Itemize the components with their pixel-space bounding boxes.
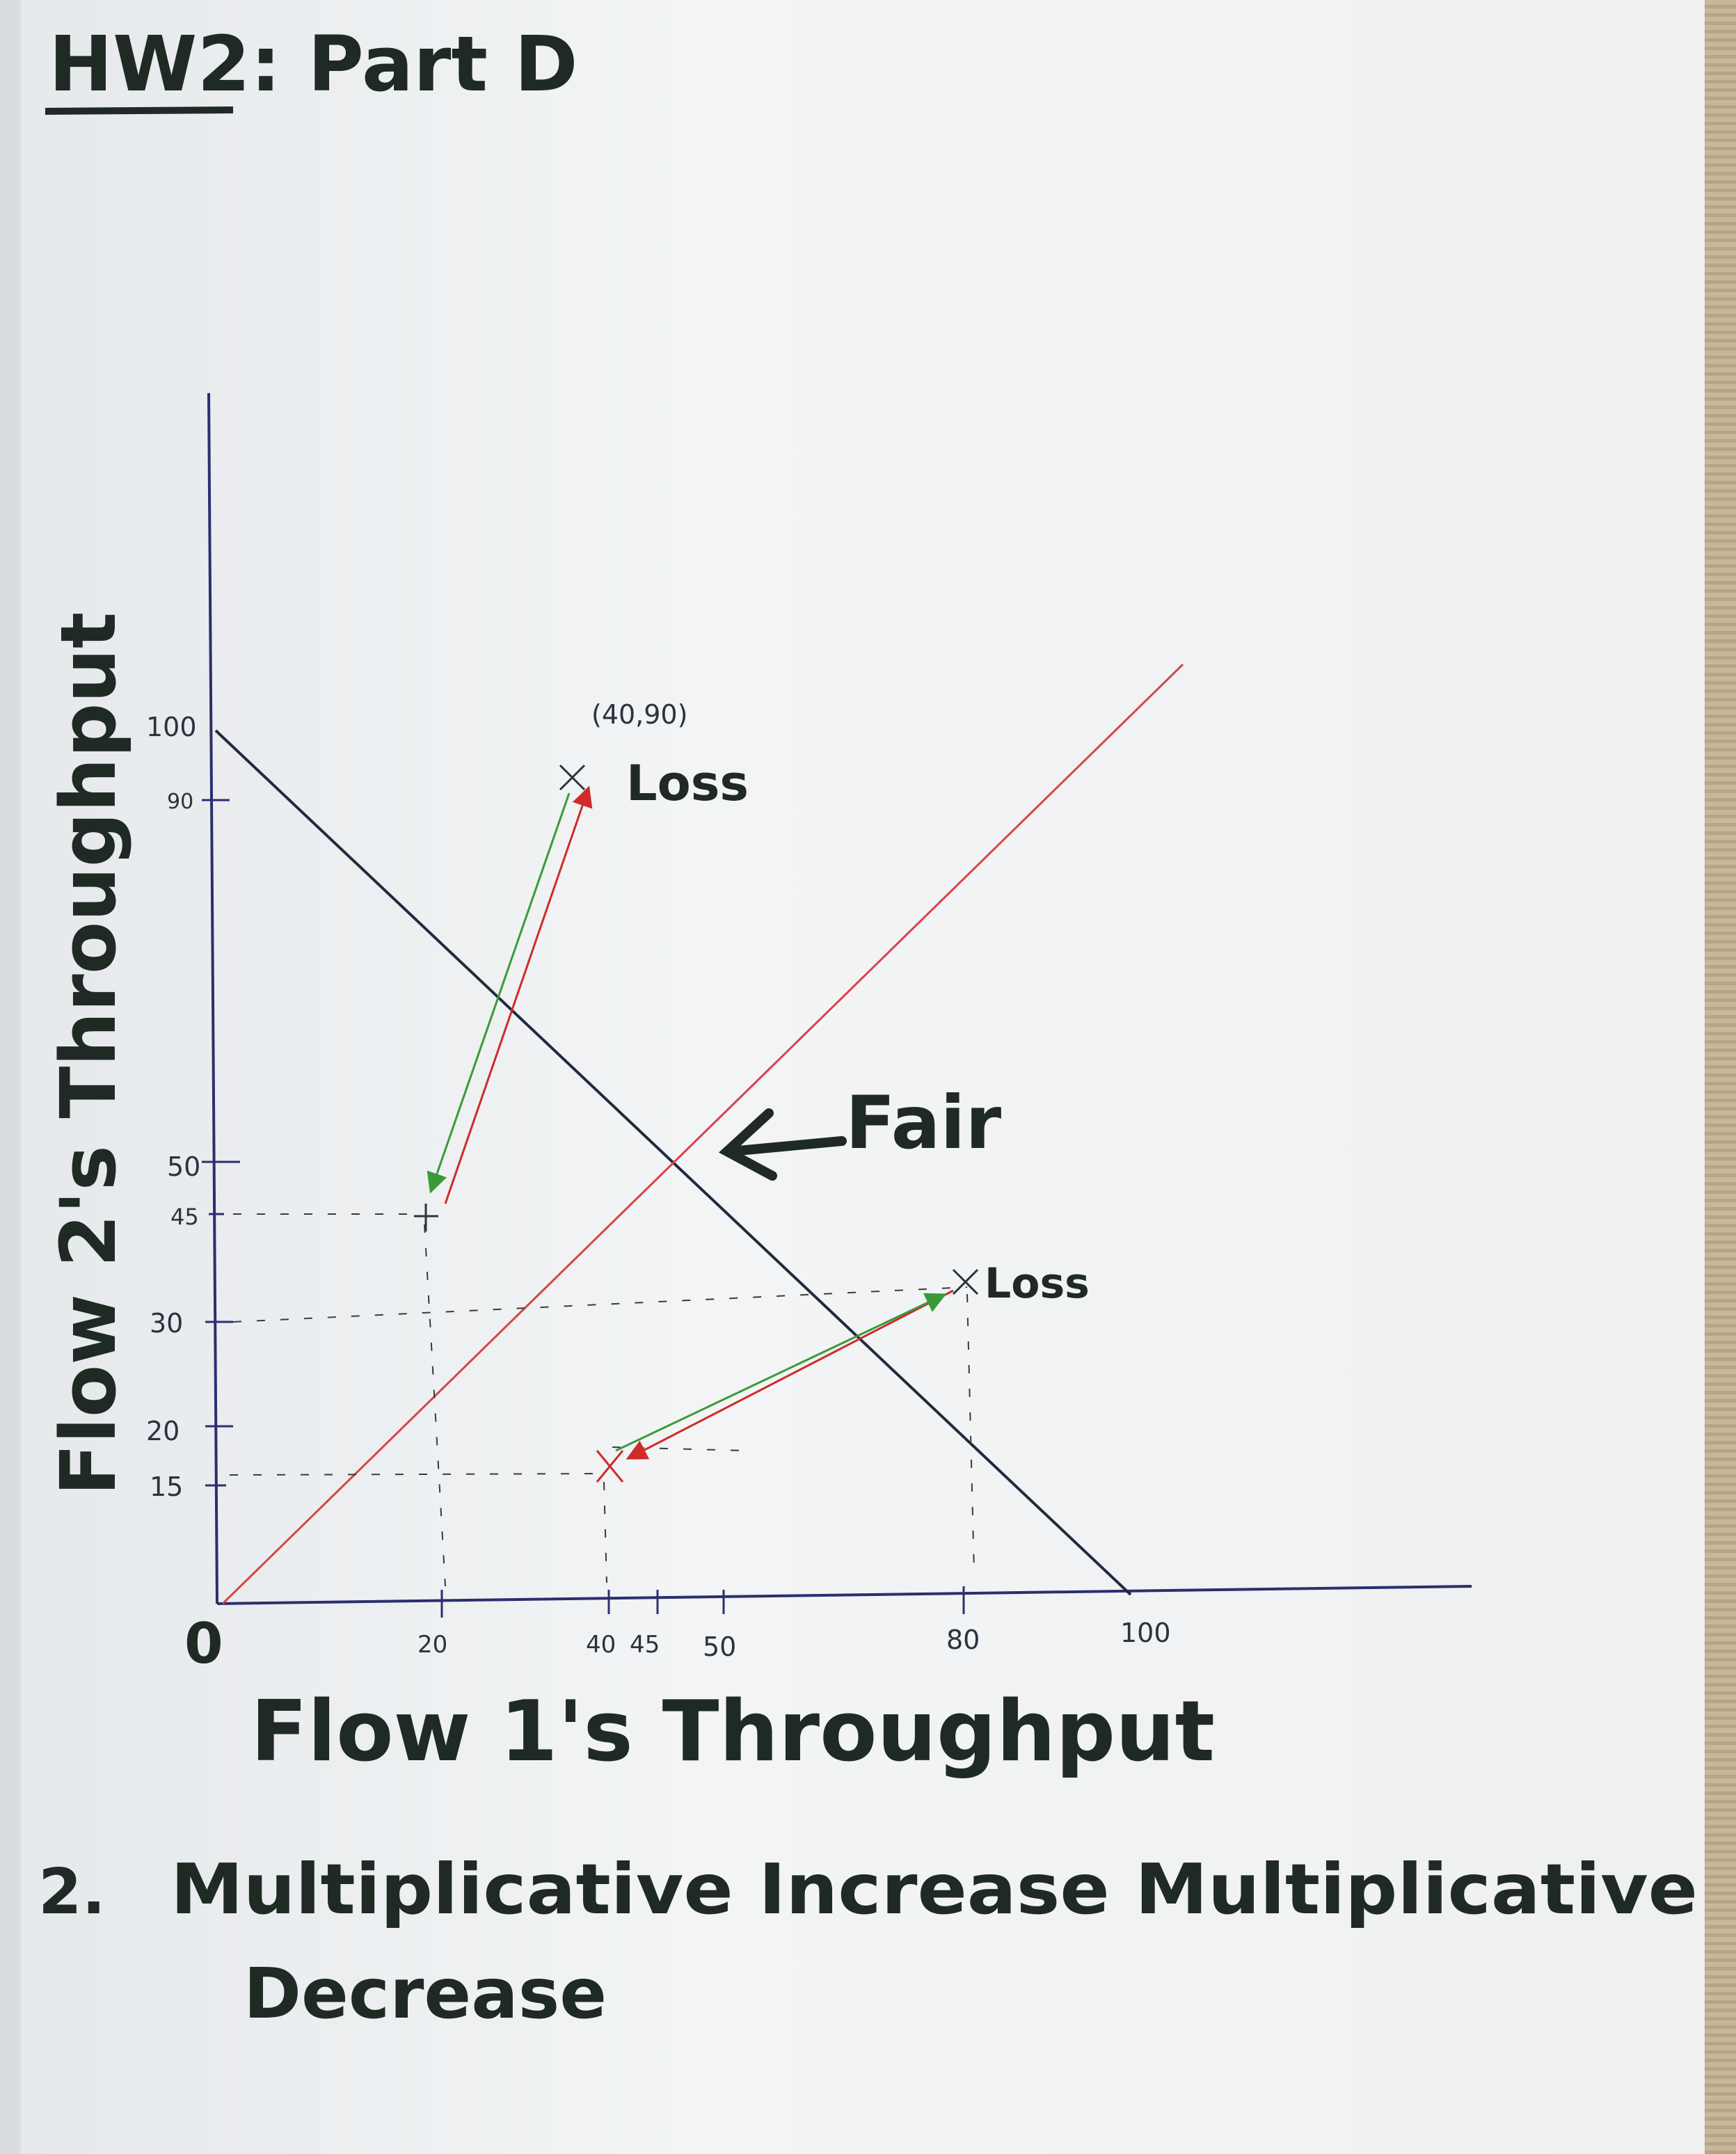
y-tick-marks [202, 799, 240, 1487]
paper-stack-edge [1705, 0, 1736, 2154]
y-tick-20: 20 [146, 1416, 180, 1446]
x-tick-20: 20 [417, 1631, 447, 1659]
y-axis-title: Flow 2's Throughput [44, 612, 133, 1496]
lower-decrease-arrow [626, 1289, 954, 1460]
x-tick-45: 45 [630, 1631, 660, 1659]
point-40-90-marker [559, 764, 586, 791]
title-underline [45, 106, 234, 115]
fair-label: Fair [845, 1080, 1001, 1165]
x-tick-marks [440, 1586, 965, 1618]
x-tick-50: 50 [703, 1632, 736, 1662]
y-tick-30: 30 [150, 1308, 183, 1339]
loss-label-upper: Loss [626, 755, 749, 812]
origin-label: 0 [184, 1611, 223, 1676]
x-tick-100: 100 [1120, 1618, 1171, 1648]
y-axis [207, 392, 218, 1604]
y-tick-100: 100 [146, 712, 197, 742]
x-axis-title: Flow 1's Throughput [250, 1684, 1215, 1780]
upper-decrease-arrow [427, 792, 571, 1194]
fair-arrow [719, 1108, 847, 1181]
point-annotation: (40,90) [591, 699, 687, 730]
fairness-line [221, 663, 1184, 1605]
x-tick-40: 40 [586, 1631, 616, 1659]
point-40-15-marker [596, 1450, 624, 1483]
x-axis [216, 1585, 1472, 1605]
point-80-35-marker [952, 1268, 979, 1295]
lower-increase-arrow [615, 1293, 947, 1452]
y-tick-15: 15 [150, 1471, 183, 1502]
dashed-guides [229, 1213, 975, 1587]
page-title: HW2: Part D [49, 19, 578, 109]
y-tick-90: 90 [167, 790, 193, 814]
y-tick-50: 50 [167, 1151, 200, 1182]
footer-line-2: Decrease [244, 1953, 607, 2034]
footer-line-1: Multiplicative Increase Multiplicative [170, 1849, 1698, 1930]
upper-increase-arrow [444, 785, 593, 1204]
x-tick-80: 80 [946, 1625, 980, 1655]
loss-label-lower: Loss [985, 1259, 1090, 1308]
paper-sheet [21, 0, 1705, 2154]
y-tick-45: 45 [170, 1204, 199, 1230]
footer-number: 2. [38, 1856, 106, 1929]
point-20-45-marker [414, 1204, 438, 1231]
